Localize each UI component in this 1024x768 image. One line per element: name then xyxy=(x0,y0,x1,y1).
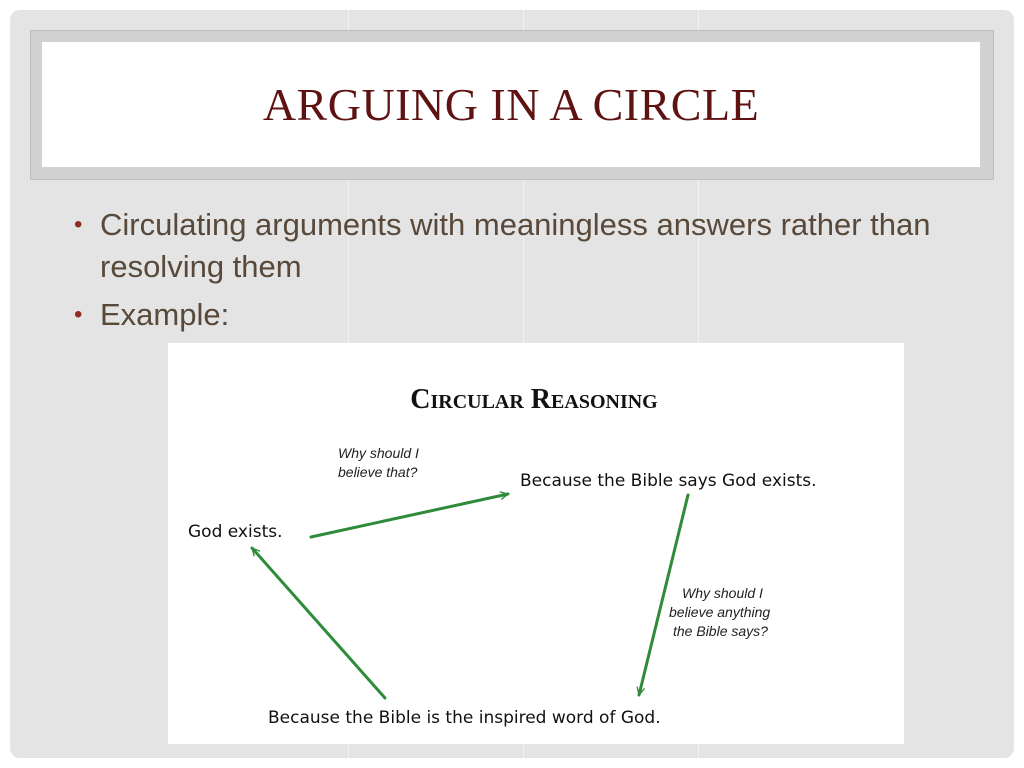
bullet-marker: • xyxy=(74,301,83,328)
bullet-text: Circulating arguments with meaningless a… xyxy=(100,207,931,284)
question-label: the Bible says? xyxy=(673,623,768,639)
arrow-bible-says-to-inspired xyxy=(636,493,690,697)
bullet-item: • Example: xyxy=(70,294,950,336)
bullet-marker: • xyxy=(74,211,83,238)
node-bible-says: Because the Bible says God exists. xyxy=(520,471,817,491)
circular-reasoning-diagram: Circular Reasoning Why should I believe … xyxy=(168,343,904,744)
arrow-god-to-bible-says xyxy=(309,491,510,539)
question-label: Why should I xyxy=(338,445,419,461)
question-label: Why should I xyxy=(682,585,763,601)
question-label: believe that? xyxy=(338,464,418,480)
question-label: believe anything xyxy=(669,604,770,620)
diagram-canvas: Circular Reasoning Why should I believe … xyxy=(188,384,817,728)
arrow-inspired-to-god xyxy=(250,546,387,700)
bullet-text: Example: xyxy=(100,297,230,332)
bullet-item: • Circulating arguments with meaningless… xyxy=(70,204,950,288)
title-box: ARGUING IN A CIRCLE xyxy=(42,42,980,167)
diagram-title: Circular Reasoning xyxy=(410,384,658,415)
slide-title: ARGUING IN A CIRCLE xyxy=(262,78,760,130)
node-inspired-word: Because the Bible is the inspired word o… xyxy=(268,708,661,728)
node-god-exists: God exists. xyxy=(188,522,283,542)
bullet-list: • Circulating arguments with meaningless… xyxy=(70,204,950,342)
